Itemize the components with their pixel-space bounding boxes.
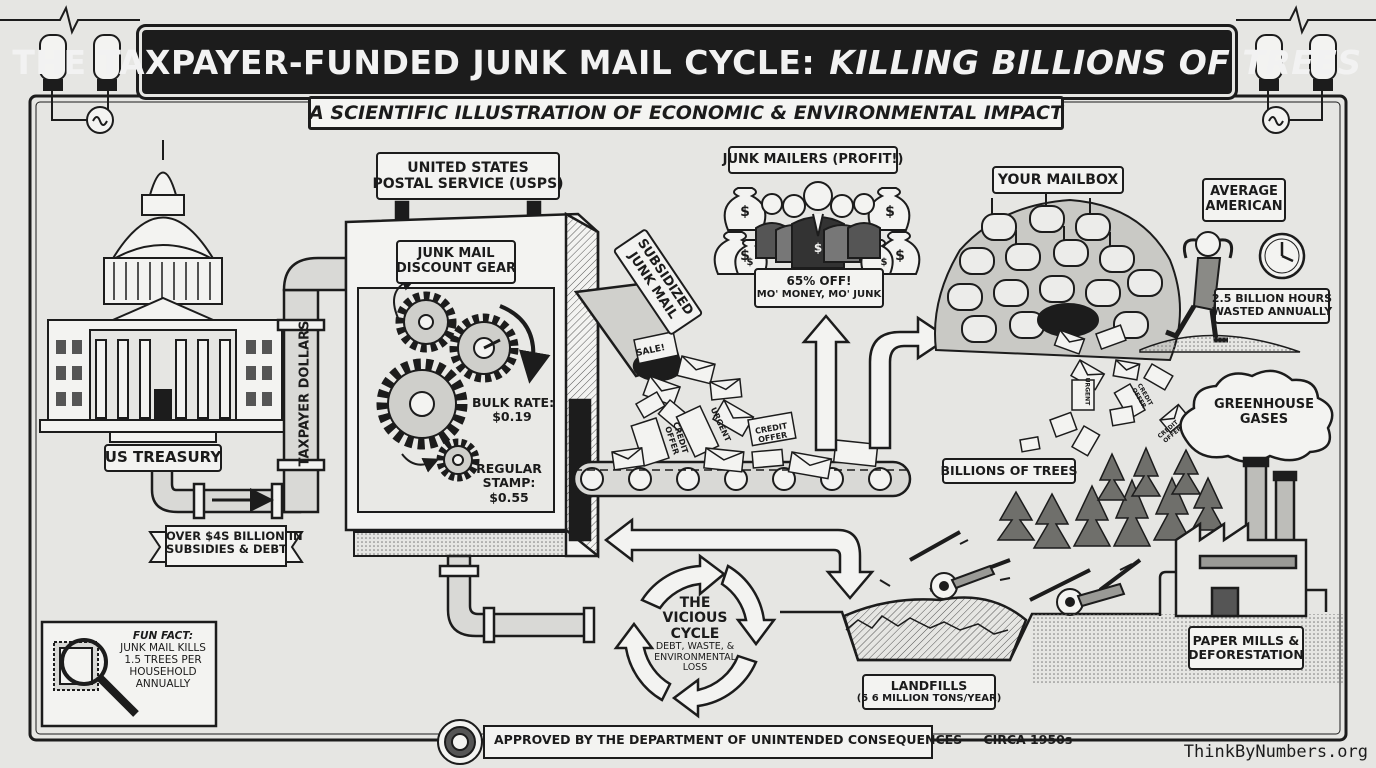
greenhouse-gases-label: GREENHOUSE GASES [1214, 397, 1315, 428]
fun-fact-line-2: 1.5 TREES PER [124, 654, 202, 667]
average-american-line-2: AMERICAN [1205, 199, 1283, 214]
mailbox-pile [934, 190, 1181, 362]
gear-top-left [395, 291, 457, 353]
paper-mills-line-2: DEFORESTATION [1188, 647, 1304, 662]
vicious-cycle-text: THE VICIOUS CYCLE DEBT, WASTE, & ENVIRON… [650, 595, 740, 674]
gear-rotation-arrow-1 [499, 304, 551, 384]
magnifier-stamp-icon [53, 638, 139, 717]
right-tube-ornament [1236, 5, 1376, 134]
footer-plate [483, 725, 933, 759]
to-mailbox-arrow [868, 315, 951, 450]
fun-fact-text: FUN FACT: JUNK MAIL KILLS 1.5 TREES PER … [118, 630, 208, 690]
footer-approval: APPROVED BY THE DEPARTMENT OF UNINTENDED… [494, 732, 1073, 747]
subsidy-line-1: OVER $4S BILLION IN [166, 529, 303, 543]
landfills-line-2: (5 6 MILLION TONS/YEAR) [856, 693, 1002, 705]
greenhouse-line-2: GASES [1239, 411, 1289, 427]
vicious-cycle-arrows [613, 553, 777, 719]
average-american-line-1: AVERAGE [1210, 184, 1278, 200]
falling-mail-stream [1019, 324, 1190, 457]
hours-wasted-line-2: WASTED ANNUALLY [1211, 305, 1333, 318]
svg-text:$: $ [881, 257, 888, 268]
discount-gear-line-2: DISCOUNT GEAR [395, 261, 517, 276]
us-treasury-label: US TREASURY [104, 444, 222, 472]
greenhouse-line-1: GREENHOUSE [1214, 397, 1315, 412]
page-subtitle: A SCIENTIFIC ILLUSTRATION OF ECONOMIC & … [308, 96, 1064, 130]
watermark: ThinkByNumbers.org [1183, 742, 1368, 762]
svg-text:$: $ [740, 248, 750, 264]
regular-stamp-line-2: STAMP: [482, 475, 536, 491]
paper-mills-label: PAPER MILLS & DEFORESTATION [1188, 626, 1304, 670]
hours-wasted-line-1: 2.5 BILLION HOURS [1211, 292, 1333, 306]
discount-gears [376, 291, 519, 482]
taxpayer-dollars-label: TAXPAYER DOLLARS [297, 320, 313, 467]
mailers-banner: 65% OFF! MO' MONEY, MO' JUNK [754, 268, 884, 308]
envelope-urgent-2: URGENT [1083, 377, 1091, 406]
clock-icon [1258, 232, 1306, 280]
dollar-signs: $$$$ $$$ [740, 204, 905, 268]
paper-mill [1158, 456, 1328, 618]
junk-mailers-label: JUNK MAILERS (PROFIT!) [723, 146, 903, 174]
flying-envelopes [611, 330, 879, 480]
fun-fact-line-1: JUNK MAIL KILLS [120, 642, 206, 655]
subsidy-text: OVER $4S BILLION IN SUBSIDIES & DEBT [166, 529, 303, 557]
paper-mills-line-1: PAPER MILLS & [1192, 632, 1300, 648]
landfills-line-1: LANDFILLS [890, 678, 968, 694]
svg-text:$: $ [895, 248, 905, 264]
title-part-1: THE TAXPAYER-FUNDED JUNK MAIL CYCLE: [12, 42, 816, 82]
junk-mailers-group [713, 181, 921, 275]
average-american-label: AVERAGE AMERICAN [1202, 178, 1286, 222]
your-mailbox-label: YOUR MAILBOX [992, 166, 1124, 194]
fun-fact-line-3: HOUSEHOLD [129, 666, 197, 679]
bulk-rate-text: BULK RATE: $0.19 [472, 395, 555, 425]
subsidy-line-2: SUBSIDIES & DEBT [166, 542, 287, 557]
hours-wasted-label: 2.5 BILLION HOURS WASTED ANNUALLY [1211, 288, 1333, 324]
regular-stamp-text: REGULAR STAMP: $0.55 [476, 461, 542, 505]
svg-text:$: $ [814, 241, 822, 255]
usps-label-line-2: POSTAL SERVICE (USPS) [372, 176, 564, 192]
profit-up-arrow [801, 314, 851, 452]
capitol-building [39, 140, 291, 443]
cycle-sub-line-1: DEBT, WASTE, & [655, 641, 735, 653]
money-bag-2 [723, 187, 767, 231]
gear-small [436, 438, 480, 482]
mail-mound [1139, 334, 1301, 353]
page-title: THE TAXPAYER-FUNDED JUNK MAIL CYCLE: KIL… [12, 30, 1361, 94]
regular-stamp-line-3: $0.55 [489, 489, 529, 505]
fun-fact-heading: FUN FACT: [132, 630, 194, 642]
cycle-line-2: VICIOUS [662, 610, 728, 627]
fun-fact-line-4: ANNUALLY [135, 678, 191, 691]
return-arrow [603, 517, 875, 600]
cycle-sub-line-2: ENVIRONMENTAL [654, 651, 736, 663]
cycle-line-3: CYCLE [670, 625, 720, 642]
regular-stamp-line-1: REGULAR [476, 461, 542, 476]
gear-rotation-arrow-3 [401, 453, 440, 473]
mailers-banner-line-2: MO' MONEY, MO' JUNK [756, 289, 882, 301]
mailers-banner-line-1: 65% OFF! [786, 274, 852, 289]
bulk-rate-line-2: $0.19 [492, 409, 532, 425]
cycle-line-1: THE [679, 595, 711, 611]
bulk-rate-line-1: BULK RATE: [472, 395, 555, 410]
businessman-right-2 [847, 193, 881, 259]
money-bag-3 [867, 187, 911, 231]
logging-debris [879, 530, 1142, 616]
discount-gear-label: JUNK MAIL DISCOUNT GEAR [396, 240, 516, 284]
subsidy-ribbon [148, 525, 304, 567]
cycle-sub-line-3: LOSS [682, 662, 708, 674]
landfills-label: LANDFILLS (5 6 MILLION TONS/YEAR) [857, 674, 1001, 710]
gear-top-right [449, 313, 519, 383]
gear-large [376, 358, 468, 450]
svg-text:$: $ [740, 204, 750, 220]
left-tube-ornament [0, 5, 140, 134]
billions-of-trees-label: BILLIONS OF TREES [941, 458, 1077, 484]
svg-text:$: $ [747, 257, 754, 268]
title-part-2: KILLING BILLIONS OF TREES [829, 42, 1362, 82]
svg-text:$: $ [885, 204, 895, 220]
discount-gear-line-1: JUNK MAIL [417, 246, 495, 262]
department-seal [437, 719, 483, 765]
usps-label-line-1: UNITED STATES [407, 159, 529, 176]
usps-label: UNITED STATES POSTAL SERVICE (USPS) [372, 152, 564, 200]
forest [996, 446, 1226, 549]
